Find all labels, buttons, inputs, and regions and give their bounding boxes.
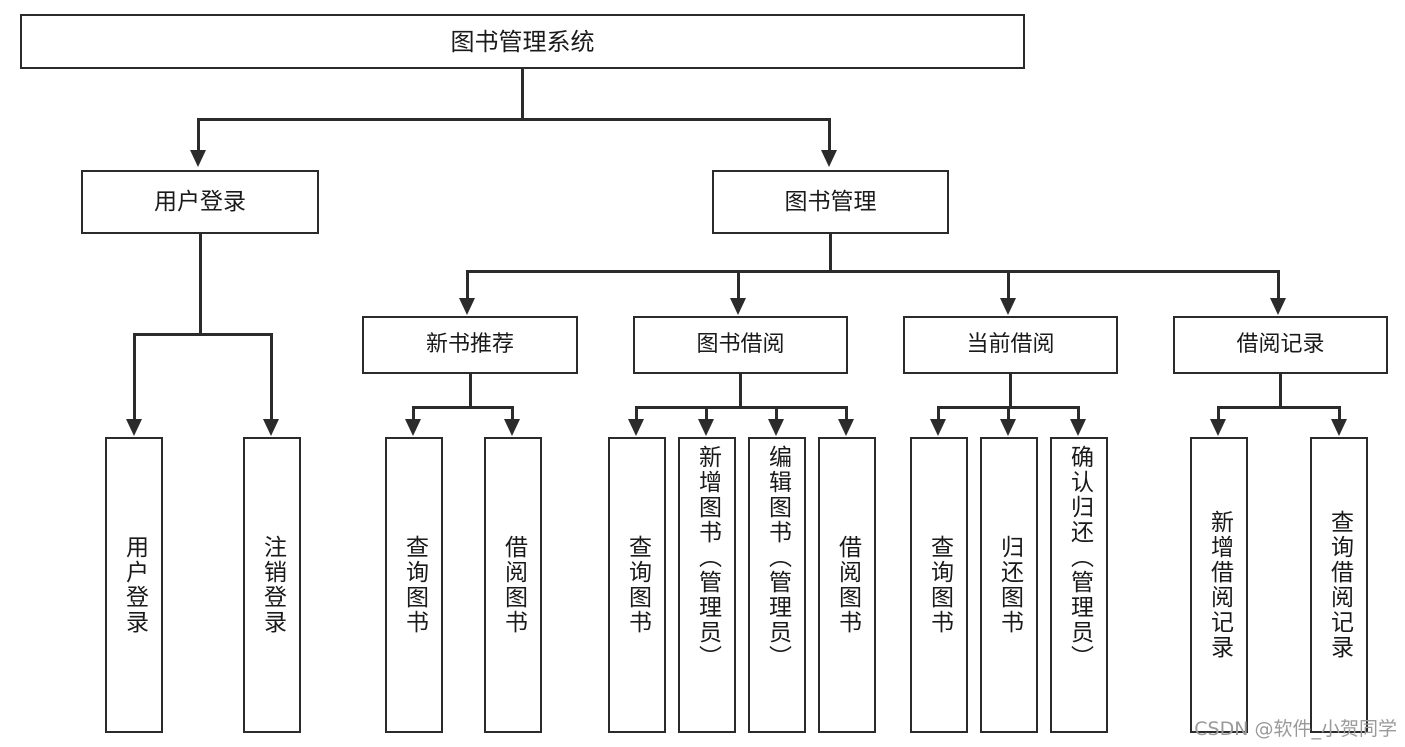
connector-drop-new-book-recommend [466,270,469,300]
connector-drop-leaf-edit-book [775,406,778,420]
connector-new-book-recommend-bus [412,406,513,409]
leaf-user-login[interactable]: 用户登录 [105,437,163,733]
connector-drop-leaf-logout [270,333,273,420]
arrow-leaf-user-login [126,419,142,436]
leaf-edit-book-admin[interactable]: 编辑图书（管理员） [748,437,806,733]
leaf-logout[interactable]: 注销登录 [243,437,301,733]
leaf-query-book-recommend[interactable]: 查询图书 [385,437,443,733]
leaf-label: 新增借阅记录 [1206,510,1233,660]
node-label: 新书推荐 [425,332,514,358]
arrow-new-book-recommend [459,298,475,315]
connector-drop-leaf-add-book [705,406,708,420]
leaf-label: 编辑图书（管理员） [764,445,791,670]
connector-drop-leaf-query-book-3 [937,406,940,420]
leaf-label: 查询图书 [624,535,651,635]
leaf-label: 用户登录 [121,535,148,635]
arrow-leaf-query-book-2 [628,419,644,436]
leaf-label: 新增图书（管理员） [694,445,721,670]
connector-drop-leaf-confirm-return [1077,406,1080,420]
connector-book-borrow-bus [635,406,847,409]
leaf-label: 确认归还（管理员） [1066,445,1093,670]
connector-drop-leaf-user-login [133,333,136,420]
leaf-query-book-borrow[interactable]: 查询图书 [608,437,666,733]
leaf-label: 借阅图书 [500,535,527,635]
node-current-borrow[interactable]: 当前借阅 [903,316,1118,374]
connector-drop-leaf-borrow-book-1 [511,406,514,420]
connector-borrow-record-bus [1217,406,1340,409]
arrow-leaf-query-book-3 [930,419,946,436]
node-book-management[interactable]: 图书管理 [712,170,949,234]
arrow-leaf-return-book [1000,419,1016,436]
arrow-leaf-borrow-book-1 [504,419,520,436]
leaf-label: 注销登录 [259,535,286,635]
node-root-book-management-system[interactable]: 图书管理系统 [20,14,1025,69]
arrow-leaf-borrow-book-2 [838,419,854,436]
connector-drop-user-login [197,118,200,151]
node-label: 图书借阅 [696,332,785,358]
connector-drop-book-borrow [737,270,740,300]
node-label: 图书管理系统 [450,27,595,56]
connector-drop-borrow-record [1277,270,1280,300]
leaf-confirm-return-admin[interactable]: 确认归还（管理员） [1050,437,1108,733]
arrow-leaf-logout [263,419,279,436]
connector-user-login-bus [133,333,272,336]
connector-book-borrow-stem [739,374,742,408]
arrow-leaf-query-book-1 [405,419,421,436]
node-label: 用户登录 [154,188,246,215]
leaf-query-borrow-record[interactable]: 查询借阅记录 [1310,437,1368,733]
connector-book-management-stem [829,234,832,272]
connector-current-borrow-stem [1009,374,1012,408]
leaf-add-book-admin[interactable]: 新增图书（管理员） [678,437,736,733]
connector-drop-book-management [828,118,831,151]
leaf-label: 归还图书 [996,535,1023,635]
node-book-borrow[interactable]: 图书借阅 [633,316,848,374]
leaf-return-book[interactable]: 归还图书 [980,437,1038,733]
connector-drop-leaf-query-borrow-record [1338,406,1341,420]
leaf-label: 查询图书 [926,535,953,635]
arrow-leaf-confirm-return [1070,419,1086,436]
connector-drop-leaf-query-book-1 [412,406,415,420]
leaf-borrow-book[interactable]: 借阅图书 [818,437,876,733]
connector-user-login-stem [199,234,202,335]
arrow-leaf-edit-book [768,419,784,436]
connector-level3-bus [466,270,1280,273]
connector-level2-bus [197,118,831,121]
leaf-borrow-book-recommend[interactable]: 借阅图书 [484,437,542,733]
connector-drop-leaf-borrow-book-2 [845,406,848,420]
connector-root-stem [521,69,524,120]
arrow-book-borrow [730,298,746,315]
connector-drop-current-borrow [1007,270,1010,300]
csdn-watermark: CSDN @软件_小贺同学 [1194,718,1397,740]
node-user-login[interactable]: 用户登录 [81,170,319,234]
leaf-label: 查询借阅记录 [1326,510,1353,660]
connector-drop-leaf-return-book [1007,406,1010,420]
node-new-book-recommend[interactable]: 新书推荐 [362,316,578,374]
connector-drop-leaf-add-borrow-record [1217,406,1220,420]
node-label: 当前借阅 [966,332,1055,358]
arrow-current-borrow [1000,298,1016,315]
leaf-add-borrow-record[interactable]: 新增借阅记录 [1190,437,1248,733]
arrow-leaf-add-borrow-record [1210,419,1226,436]
leaf-label: 借阅图书 [834,535,861,635]
node-label: 图书管理 [784,188,877,215]
arrow-leaf-add-book [698,419,714,436]
leaf-query-book-current[interactable]: 查询图书 [910,437,968,733]
arrow-leaf-query-borrow-record [1331,419,1347,436]
connector-new-book-recommend-stem [469,374,472,408]
node-borrow-record[interactable]: 借阅记录 [1173,316,1388,374]
arrow-borrow-record [1270,298,1286,315]
connector-borrow-record-stem [1279,374,1282,408]
arrow-book-management [821,150,837,167]
node-label: 借阅记录 [1236,332,1325,358]
arrow-user-login [190,150,206,167]
leaf-label: 查询图书 [401,535,428,635]
connector-drop-leaf-query-book-2 [635,406,638,420]
